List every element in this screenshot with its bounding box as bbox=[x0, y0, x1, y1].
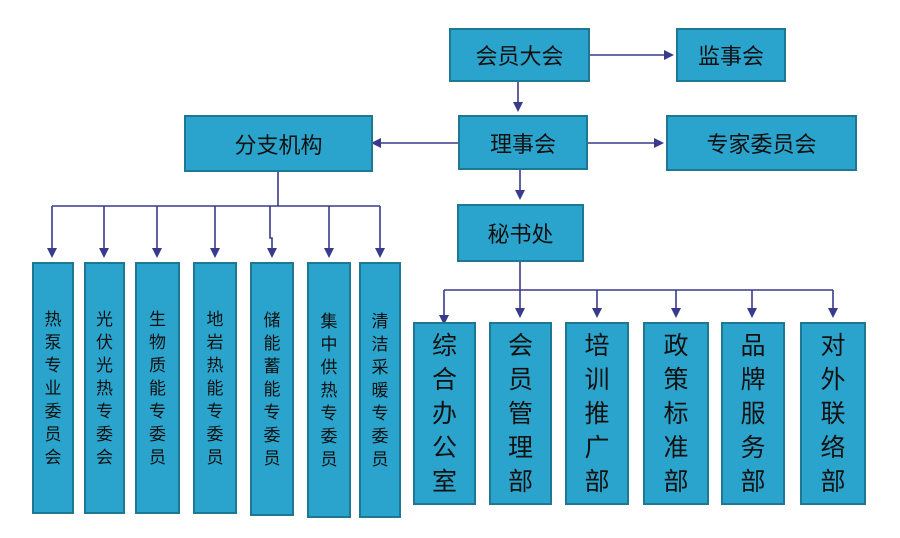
dept-external-liaison: 对 外 联 络 部 bbox=[800, 322, 866, 505]
dept-member-management-label: 会 员 管 理 部 bbox=[507, 330, 533, 496]
dept-member-management: 会 员 管 理 部 bbox=[489, 322, 552, 505]
node-council-label: 理事会 bbox=[489, 132, 556, 158]
branch-committee-geothermal-label: 地 岩 热 能 专 委 员 bbox=[206, 309, 224, 468]
node-member-assembly: 会员大会 bbox=[449, 28, 590, 82]
dept-general-office-label: 综 合 办 公 室 bbox=[431, 330, 457, 496]
node-board-of-supervisors: 监事会 bbox=[676, 28, 786, 82]
dept-policy-standards: 政 策 标 准 部 bbox=[643, 322, 709, 505]
node-expert-committee-label: 专家委员会 bbox=[706, 133, 817, 158]
node-expert-committee: 专家委员会 bbox=[666, 115, 857, 171]
dept-brand-services: 品 牌 服 务 部 bbox=[721, 322, 785, 505]
node-member-assembly-label: 会员大会 bbox=[475, 45, 564, 70]
branch-committee-biomass: 生 物 质 能 专 委 员 bbox=[135, 262, 180, 514]
branch-committee-clean-heating: 清 洁 采 暖 专 委 员 bbox=[359, 262, 401, 518]
branch-committee-geothermal: 地 岩 热 能 专 委 员 bbox=[193, 262, 237, 514]
branch-committee-energy-storage-label: 储 能 蓄 能 专 委 员 bbox=[263, 310, 281, 469]
branch-committee-clean-heating-label: 清 洁 采 暖 专 委 员 bbox=[371, 311, 389, 470]
branch-committee-district-heating-label: 集 中 供 热 专 委 员 bbox=[320, 311, 338, 470]
branch-committee-pv-thermal: 光 伏 光 热 专 委 会 bbox=[84, 262, 125, 514]
node-council: 理事会 bbox=[458, 115, 588, 170]
node-secretariat-label: 秘书处 bbox=[487, 223, 554, 248]
dept-general-office: 综 合 办 公 室 bbox=[413, 322, 476, 505]
branch-committee-energy-storage: 储 能 蓄 能 专 委 员 bbox=[250, 262, 294, 516]
branch-committee-heat-pump: 热 泵 专 业 委 员 会 bbox=[32, 262, 74, 514]
branch-committee-district-heating: 集 中 供 热 专 委 员 bbox=[307, 262, 351, 518]
node-branch-organizations: 分支机构 bbox=[184, 115, 373, 172]
node-board-of-supervisors-label: 监事会 bbox=[697, 45, 764, 70]
dept-training-promotion-label: 培 训 推 广 部 bbox=[584, 330, 610, 496]
node-branch-organizations-label: 分支机构 bbox=[234, 133, 323, 159]
branch-committee-biomass-label: 生 物 质 能 专 委 员 bbox=[149, 309, 166, 468]
dept-policy-standards-label: 政 策 标 准 部 bbox=[663, 330, 689, 496]
node-secretariat: 秘书处 bbox=[457, 204, 584, 262]
dept-training-promotion: 培 训 推 广 部 bbox=[565, 322, 629, 505]
dept-brand-services-label: 品 牌 服 务 部 bbox=[740, 330, 766, 496]
dept-external-liaison-label: 对 外 联 络 部 bbox=[820, 330, 846, 496]
connector-branch-5 bbox=[267, 206, 277, 258]
branch-committee-heat-pump-label: 热 泵 专 业 委 员 会 bbox=[44, 309, 62, 468]
branch-committee-pv-thermal-label: 光 伏 光 热 专 委 会 bbox=[96, 309, 113, 468]
